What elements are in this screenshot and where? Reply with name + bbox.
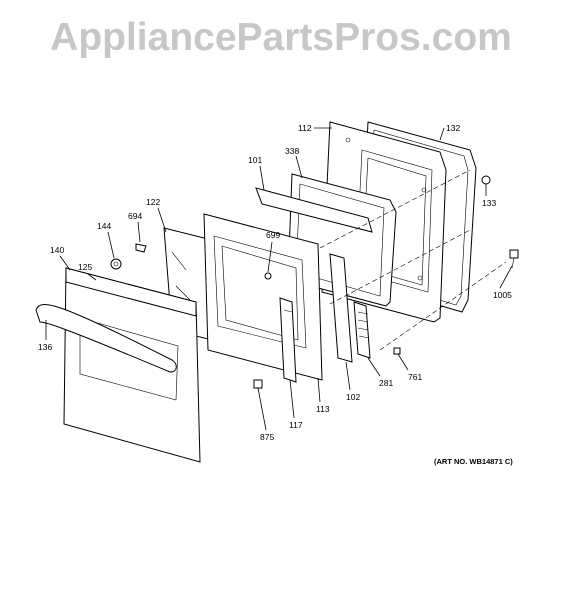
part-694-screw[interactable] xyxy=(135,243,147,253)
part-117-bracket[interactable] xyxy=(279,297,297,383)
part-101-bar[interactable] xyxy=(255,187,373,233)
callout-1005: 1005 xyxy=(493,290,512,300)
part-281-hinge[interactable] xyxy=(353,301,371,359)
watermark-logo: AppliancePartsPros.com xyxy=(50,16,512,59)
part-133-screw[interactable] xyxy=(481,175,491,185)
callout-113: 113 xyxy=(316,404,330,414)
callout-122: 122 xyxy=(146,197,160,207)
callout-761: 761 xyxy=(408,372,422,382)
callout-133: 133 xyxy=(482,198,496,208)
leader-lines xyxy=(45,127,513,431)
part-699-clip[interactable] xyxy=(264,272,272,280)
callout-338: 338 xyxy=(285,146,299,156)
part-761-screw[interactable] xyxy=(393,347,401,355)
part-102-strip[interactable] xyxy=(329,253,353,363)
callout-694: 694 xyxy=(128,211,142,221)
callout-140: 140 xyxy=(50,245,64,255)
part-144-knob[interactable] xyxy=(110,258,122,270)
callout-132: 132 xyxy=(446,123,460,133)
callout-699: 699 xyxy=(266,230,280,240)
callout-117: 117 xyxy=(289,420,303,430)
callout-101: 101 xyxy=(248,155,262,165)
callout-875: 875 xyxy=(260,432,274,442)
part-136-handle[interactable] xyxy=(35,304,177,373)
callout-136: 136 xyxy=(38,342,52,352)
part-140-outer-door[interactable] xyxy=(63,267,201,463)
art-number: (ART NO. WB14871 C) xyxy=(434,457,513,466)
callout-125: 125 xyxy=(78,262,92,272)
callout-112: 112 xyxy=(298,123,312,133)
part-1005-screw[interactable] xyxy=(509,249,519,269)
alignment-lines xyxy=(319,169,507,351)
callout-102: 102 xyxy=(346,392,360,402)
callout-281: 281 xyxy=(379,378,393,388)
callout-144: 144 xyxy=(97,221,111,231)
part-875-screw[interactable] xyxy=(253,379,263,389)
